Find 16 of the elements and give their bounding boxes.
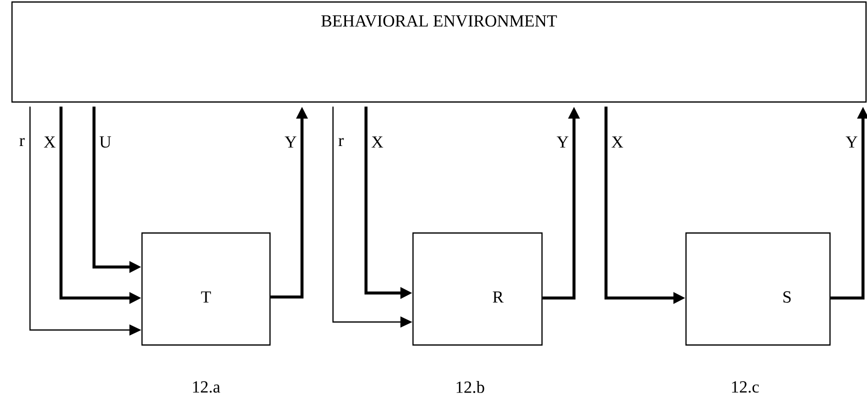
process-box: S [685,232,831,346]
edge-label: Y [844,135,859,149]
process-box: T [141,232,271,346]
edge-label: Y [556,135,570,149]
edge-label: U [98,135,112,149]
edge-label: X [370,135,384,149]
process-box: R [412,232,543,346]
figure-caption: 12.b [456,381,484,393]
edge-label: r [18,137,26,147]
edge-label: r [337,137,345,147]
edge-label: Y [284,135,298,149]
figure-caption: 12.c [732,381,759,393]
edge-label: X [610,135,624,149]
figure-caption: 12.a [193,381,220,393]
environment-box: BEHAVIORAL ENVIRONMENT [11,1,867,103]
edge-label: X [42,135,57,149]
